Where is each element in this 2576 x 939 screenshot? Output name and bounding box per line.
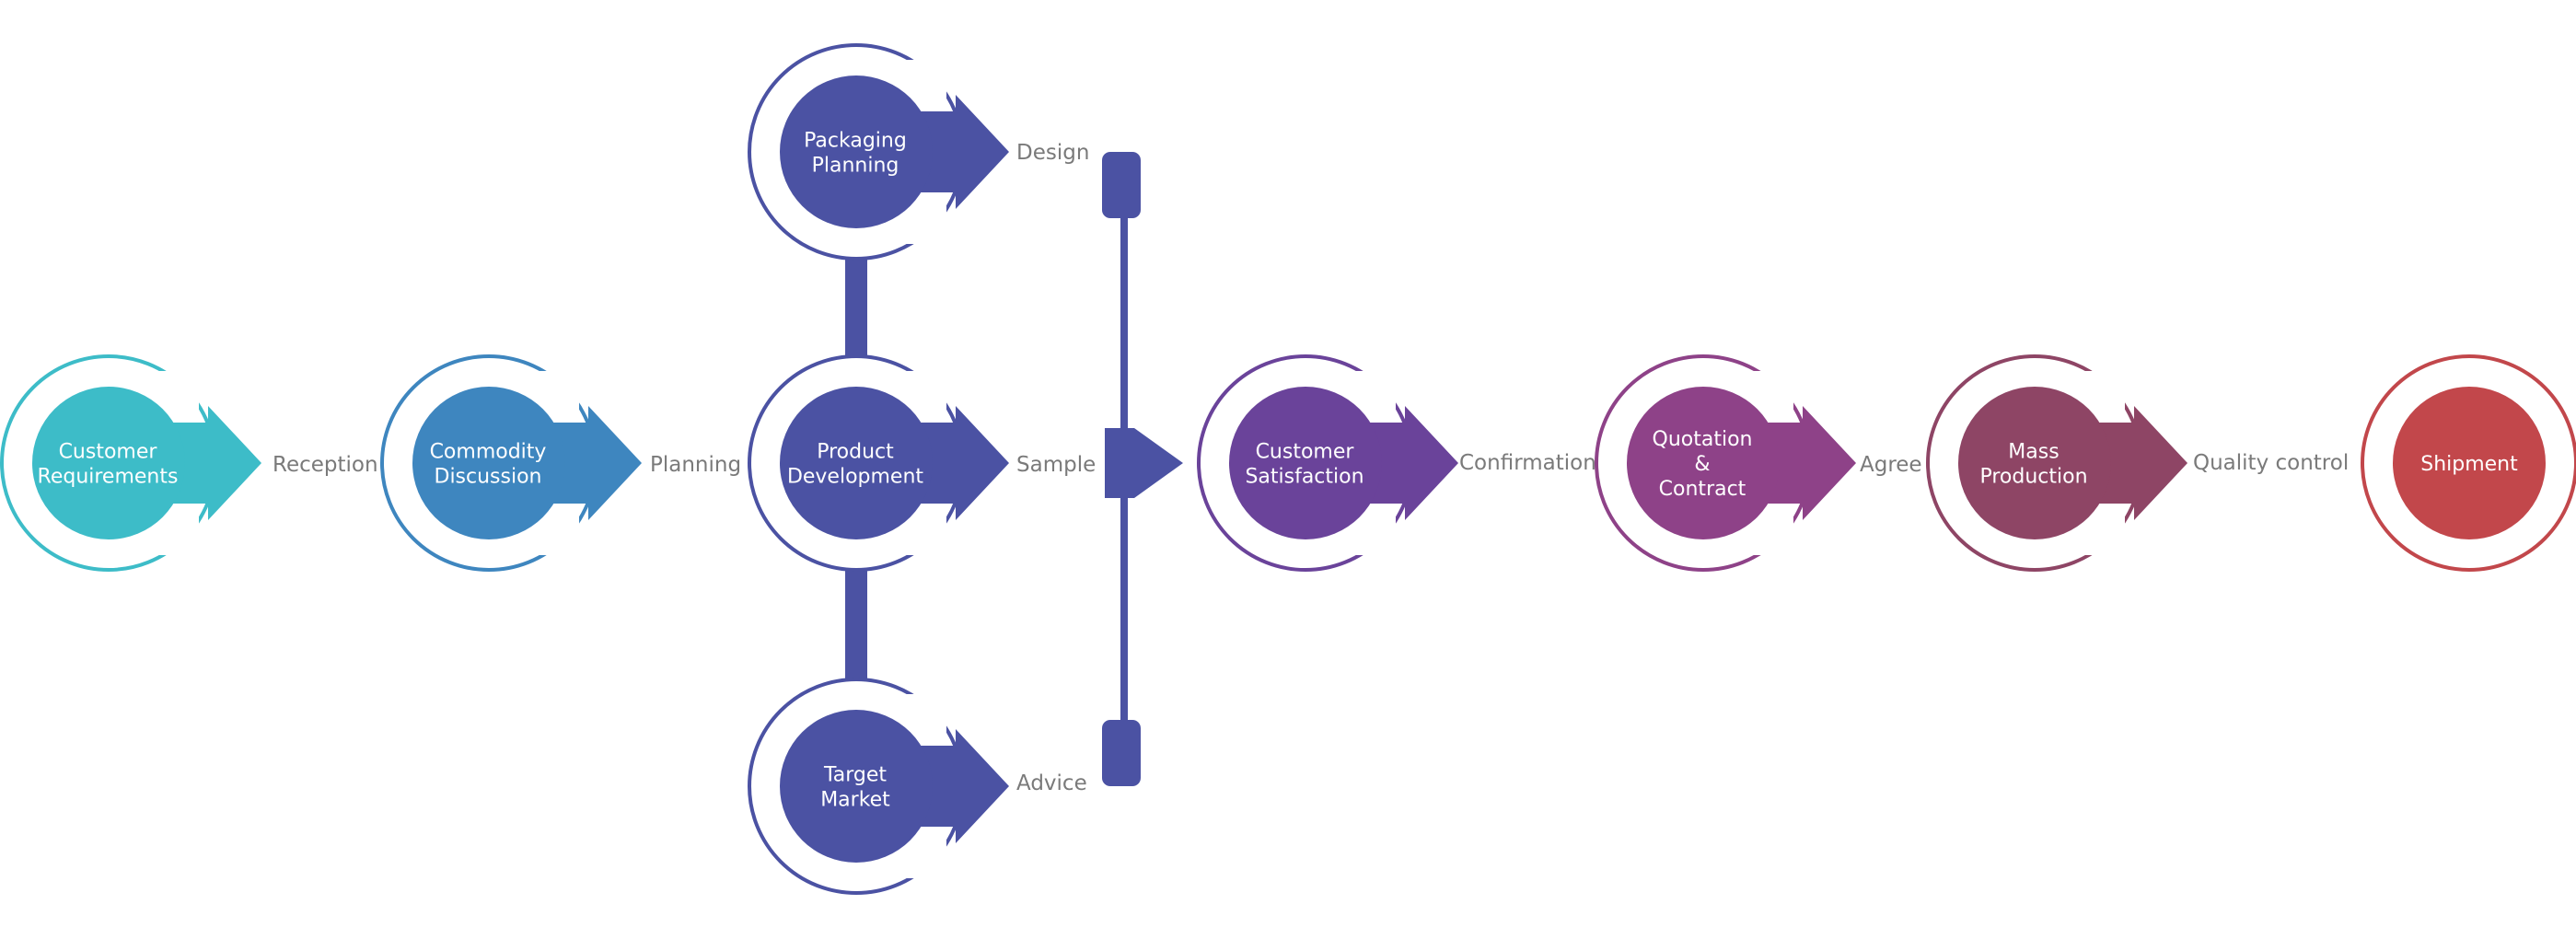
connectors [845, 152, 1183, 786]
node-label: & [1694, 453, 1710, 476]
node-core [32, 387, 185, 539]
node-core [1627, 387, 1780, 539]
node-label: Discussion [435, 466, 542, 489]
node-label: Contract [1659, 478, 1746, 501]
connector-bar-lower [845, 552, 867, 690]
node-core [780, 387, 933, 539]
edge-label-confirmation: Confirmation [1459, 451, 1596, 475]
node-label: Planning [812, 155, 899, 178]
node-label: Commodity [430, 441, 547, 464]
edge-label-agree: Agree [1860, 453, 1922, 477]
connector-bar-upper [845, 249, 867, 373]
node-core [780, 75, 933, 228]
node-quotation-contract: Quotation&Contract [1595, 354, 1856, 572]
node-core [780, 710, 933, 863]
node-shipment: Shipment [2361, 354, 2576, 572]
node-label: Production [1979, 466, 2087, 489]
process-nodes: CustomerRequirementsCommodityDiscussionP… [0, 43, 2576, 895]
node-label: Packaging [804, 130, 907, 153]
node-core [412, 387, 565, 539]
node-label: Market [820, 789, 890, 812]
node-label: Development [787, 466, 923, 489]
bracket-cap-top [1102, 152, 1141, 218]
bracket-arrow [1105, 428, 1183, 498]
edge-label-advice: Advice [1016, 771, 1087, 795]
node-core [1958, 387, 2111, 539]
node-label: Customer [59, 441, 158, 464]
node-core [1229, 387, 1382, 539]
node-label: Requirements [38, 466, 179, 489]
edge-label-planning: Planning [650, 453, 741, 477]
edge-label-quality-control: Quality control [2193, 451, 2349, 475]
edge-label-reception: Reception [273, 453, 378, 477]
edge-label-design: Design [1016, 141, 1089, 165]
node-label: Customer [1256, 441, 1355, 464]
node-label: Shipment [2420, 453, 2518, 476]
node-label: Product [817, 441, 894, 464]
bracket-cap-bottom [1102, 720, 1141, 786]
node-label: Mass [2008, 441, 2059, 464]
node-label: Quotation [1653, 428, 1753, 451]
node-core [2393, 387, 2546, 539]
node-label: Target [823, 764, 887, 787]
node-label: Satisfaction [1245, 466, 1363, 489]
edge-label-sample: Sample [1016, 453, 1096, 477]
